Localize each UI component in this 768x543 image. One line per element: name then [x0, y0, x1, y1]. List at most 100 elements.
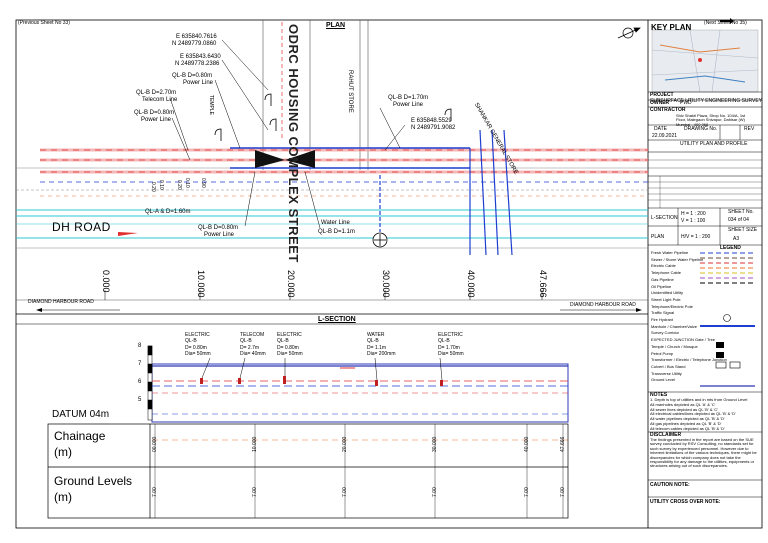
scale-v: V = 1 : 100: [681, 218, 706, 224]
scale-h: H = 1 : 200: [681, 211, 706, 217]
depth-3: 0.20: [176, 180, 182, 190]
legend-item: Fresh Water Pipeline: [651, 250, 689, 255]
key-plan-map: [651, 29, 759, 93]
legend-item: Ground Level: [651, 377, 676, 383]
lsection-title: L-SECTION: [318, 316, 356, 323]
legend-item: Sewer / Storm Water Pipeline: [651, 256, 704, 262]
legend-item: Telephone Cable: [651, 270, 682, 276]
callout-line: QL-B: [367, 338, 379, 345]
legend-item: Unidentified Utility: [651, 290, 684, 296]
sheet-no-value: 034 of 04: [728, 217, 749, 223]
callout-line: D= 1.1m: [367, 344, 387, 351]
datum-label: DATUM 04m: [52, 409, 110, 420]
power-left-label: QL-B D=0.80m: [134, 110, 175, 116]
owner-value: PWD: [680, 100, 692, 106]
ground-level-0: 7.00: [152, 487, 158, 497]
key-plan-title: KEY PLAN: [651, 23, 692, 32]
level-5: 5: [138, 397, 142, 403]
legend-item: Culvert / Bus Stand: [651, 363, 686, 369]
sec-chainage-20: 20.000: [342, 436, 348, 452]
plan-title: PLAN: [326, 22, 346, 29]
prev-sheet-label: (Previous Sheet No 33): [18, 20, 70, 26]
callout-line: D= 1.70m: [438, 344, 460, 351]
lsection-scale-label: L-SECTION: [651, 215, 678, 221]
north-arrow-icon: [617, 27, 641, 39]
sheet-border: [15, 19, 763, 529]
legend-item: Telephone/Electric Pole: [651, 303, 693, 309]
contractor-address: Shiv Shakti Plaza, Shop No. 104/A, 1st F…: [676, 113, 746, 127]
callout-line: Dia= 50mm: [277, 350, 303, 357]
ground-level-5: 7.00: [560, 487, 566, 497]
sheet-no-heading: SHEET No.: [728, 209, 754, 215]
drawing-title: UTILITY PLAN AND PROFILE: [680, 141, 748, 147]
callout-line: D= 2.7m: [240, 344, 260, 351]
plan-chainage-10: 10.000: [196, 270, 206, 298]
plan-chainage-20: 20.000: [286, 270, 296, 298]
callout-telecom: TELECOM QL-B D= 2.7m Dia= 40mm: [240, 332, 266, 357]
coord1-n: N 2489779.0860: [172, 41, 217, 47]
notes-heading: NOTES: [650, 392, 668, 398]
sec-chainage-end: 47.666: [560, 436, 566, 452]
rahut-store-label: RAHUT STORE: [347, 70, 353, 113]
chainage-unit: (m): [54, 445, 72, 459]
trees: [214, 93, 452, 141]
power-right-label-2: Power Line: [393, 102, 424, 108]
callout-electric-2: ELECTRIC QL-B D= 0.80m Dia= 50mm: [277, 332, 303, 357]
note-item: All electrical cables/lines depicted as …: [650, 411, 736, 417]
legend-swatches: [700, 252, 755, 387]
callout-line: ELECTRIC: [185, 332, 210, 338]
date-value: 22.09.2021: [652, 133, 678, 139]
road-left-label: DIAMOND HARBOUR ROAD: [28, 299, 94, 305]
legend-item: EXPECTED JUNCTION Gate / Tree: [651, 337, 716, 343]
note-item: 1. Depth is top of utilities and in mts …: [650, 397, 748, 402]
legend-item: Electric Cable: [651, 263, 676, 269]
power-left-label-2: Power Line: [141, 117, 172, 123]
callout-line: QL-B: [277, 338, 289, 345]
temple-label: TEMPLE: [208, 95, 214, 116]
depth-1: 0.20: [150, 182, 156, 192]
road-right-label: DIAMOND HARBOUR ROAD: [570, 302, 636, 308]
section-utilities: [152, 367, 568, 441]
utility-note: UTILITY CROSS OVER NOTE:: [650, 499, 721, 505]
callout-electric-1: ELECTRIC QL-B D= 0.80m Dia= 50mm: [185, 332, 211, 357]
plan-scale-label: PLAN: [651, 234, 665, 240]
contractor-heading: CONTRACTOR: [650, 107, 686, 113]
sec-chainage-0: 00.000: [152, 436, 158, 452]
power-top-label: QL-B D=0.80m: [172, 73, 213, 79]
legend-item: Survey Corridor: [651, 330, 680, 336]
level-6: 6: [138, 379, 142, 385]
callout-line: ELECTRIC: [277, 332, 302, 338]
callout-electric-3: ELECTRIC QL-B D= 1.70m Dia= 50mm: [438, 332, 464, 357]
callout-water: WATER QL-B D= 1.1m Dia= 200mm: [367, 332, 395, 357]
plan-utilities: [40, 129, 648, 256]
legend-item: Transverse Utility: [651, 370, 682, 376]
disclaimer-heading: DISCLAIMER: [650, 432, 682, 438]
callout-line: ELECTRIC: [438, 332, 463, 338]
arrow-right-icon: [720, 18, 734, 24]
water-label: Water Line: [321, 220, 350, 226]
depth-5: 0.90: [200, 178, 206, 188]
next-sheet-label: (Next Sheet No 35): [704, 20, 747, 26]
street-label: ODRC HOUSING COMPLEX STREET: [286, 24, 301, 263]
callout-line: Dia= 50mm: [185, 350, 211, 357]
telecom-label-2: Telecom Line: [142, 97, 178, 103]
legend-item: Street Light Pole: [651, 296, 681, 302]
legend-item: Temple / Church / Mosque: [651, 343, 698, 349]
power-bottom-label-2: Power Line: [204, 232, 235, 238]
coord3-e: E 635848.5529: [411, 118, 452, 124]
plan-chainage-40: 40.000: [466, 270, 476, 298]
sec-chainage-40: 40.000: [524, 436, 530, 452]
drawing-no-heading: DRAWING No.: [684, 126, 718, 132]
coord2-n: N 2489778.2386: [175, 61, 220, 67]
level-7: 7: [138, 361, 142, 367]
callout-line: Dia= 50mm: [438, 350, 464, 357]
ground-label: Ground Levels: [54, 474, 133, 488]
callout-line: D= 0.80m: [277, 344, 299, 351]
owner-heading: OWNER: [650, 100, 670, 106]
legend-item: Transformer / Electric / Telephone Junct…: [651, 357, 727, 363]
plan-chainage-0: 0.000: [101, 270, 111, 293]
plan-chainage-30: 30.000: [381, 270, 391, 298]
water-label-2: QL-B D=1.1m: [318, 229, 355, 235]
level-scale: [147, 345, 153, 421]
